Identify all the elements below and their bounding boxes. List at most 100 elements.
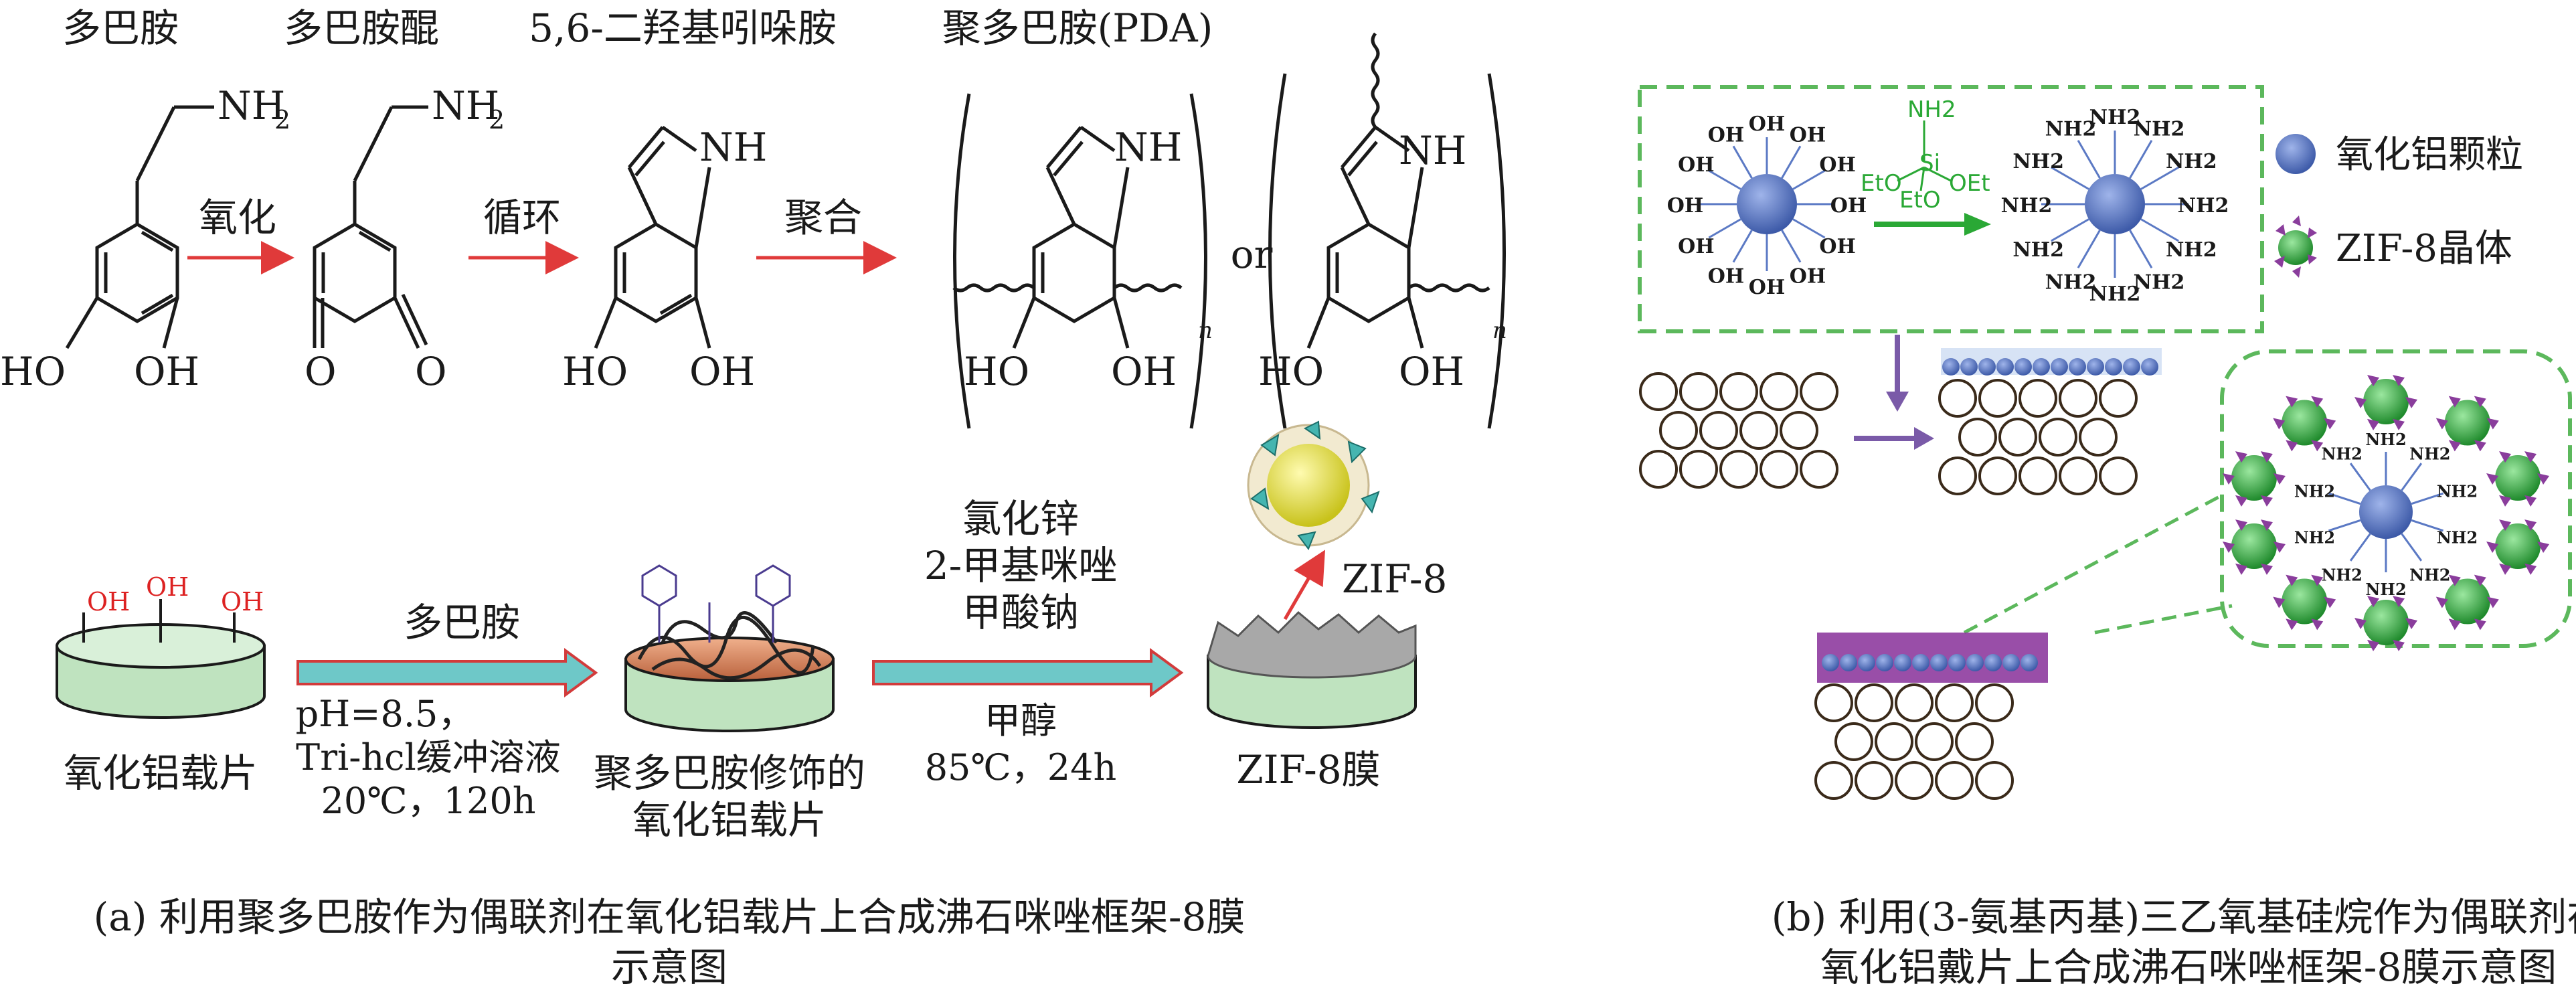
support-circle xyxy=(1956,724,1992,760)
step2-cond-2: 85℃，24h xyxy=(925,746,1117,788)
nh2-group-label: NH2 xyxy=(2134,118,2185,141)
support-circle xyxy=(1940,458,1976,494)
surface-particle xyxy=(1840,654,1857,671)
pda1-n: n xyxy=(1198,317,1213,344)
zoom-nh2-label: NH2 xyxy=(2437,481,2478,501)
surface-particle xyxy=(1912,654,1929,671)
support-circle xyxy=(1936,762,1972,799)
quinone-o-2: O xyxy=(415,349,447,394)
surface-particle xyxy=(2002,654,2020,671)
quinone-nh-sub: 2 xyxy=(489,105,505,135)
nh2-group-label: NH2 xyxy=(2166,238,2217,262)
support-circle xyxy=(1916,724,1952,760)
oh-group-label: OH xyxy=(1667,194,1703,218)
surface-particle xyxy=(1948,654,1966,671)
step1-cond-1: pH=8.5， xyxy=(296,693,475,735)
nh2-group-label: NH2 xyxy=(2045,118,2097,141)
surface-particle xyxy=(1876,654,1893,671)
support-circle xyxy=(1701,412,1737,448)
or-text: or xyxy=(1231,232,1273,277)
zif8-crystal xyxy=(1248,422,1379,549)
oh-group-label: OH xyxy=(1790,123,1826,147)
pda-label-2: 氧化铝载片 xyxy=(632,797,827,843)
support-circle xyxy=(1741,412,1777,448)
surface-particle xyxy=(1978,358,1996,376)
indole-ho: HO xyxy=(562,349,628,394)
oh-group-label: OH xyxy=(1819,235,1855,258)
caption-a-line-1: (a) 利用聚多巴胺作为偶联剂在氧化铝载片上合成沸石咪唑框架-8膜 xyxy=(94,894,1246,940)
zif8-crystal-icon xyxy=(2354,375,2417,430)
support-circle xyxy=(1940,380,1976,416)
surface-particle xyxy=(2105,358,2122,376)
oh-group-label: OH xyxy=(1678,235,1714,258)
surface-particle xyxy=(2087,358,2104,376)
dopamine-oh: OH xyxy=(134,349,199,394)
molecule-dihydroxyindole xyxy=(596,127,709,348)
support-circle xyxy=(1761,374,1797,410)
zoom-nh2-label: NH2 xyxy=(2322,444,2363,463)
surface-particle xyxy=(2069,358,2086,376)
molecule-dopamine xyxy=(67,107,214,348)
surface-particle xyxy=(1858,654,1875,671)
surface-particle xyxy=(2123,358,2140,376)
silane-eto-1: EtO xyxy=(1861,170,1902,197)
surface-particle xyxy=(2141,358,2158,376)
arrow-polymerization-label: 聚合 xyxy=(784,195,862,240)
surface-particle xyxy=(1930,654,1948,671)
support-circle xyxy=(1896,685,1932,721)
support-label: 氧化铝载片 xyxy=(64,750,258,796)
zif8-crystal-icon xyxy=(2223,519,2286,575)
pda1-oh: OH xyxy=(1111,349,1177,394)
support-circle xyxy=(1876,724,1912,760)
nh2-group-label: NH2 xyxy=(2134,270,2185,294)
membrane-label: ZIF-8膜 xyxy=(1236,747,1380,793)
zif8-crystal-icon xyxy=(2223,451,2286,507)
pda1-ho: HO xyxy=(964,349,1029,394)
oh-group-label: OH xyxy=(1708,265,1744,288)
support-oh-2: OH xyxy=(146,572,189,602)
surface-particle xyxy=(1822,654,1839,671)
zif8-crystal-icon xyxy=(2354,596,2417,651)
alumina-support xyxy=(57,599,264,718)
pda2-oh: OH xyxy=(1399,349,1464,394)
oh-group-label: OH xyxy=(1830,194,1867,218)
zif8-crystal-icon xyxy=(2486,519,2549,575)
pda2-ho: HO xyxy=(1258,349,1324,394)
label-dopamine: 多巴胺 xyxy=(62,5,179,51)
zoom-nh2-label: NH2 xyxy=(2437,528,2478,548)
pda2-nh: NH xyxy=(1399,128,1466,173)
support-circle xyxy=(1896,762,1932,799)
panel-b: OHOHOHOHOHOHOHOHOHOHOHOH NH2 Si EtO EtO … xyxy=(1640,87,2576,990)
support-circle xyxy=(1856,685,1892,721)
support-circle xyxy=(1976,685,2012,721)
pda-label-1: 聚多巴胺修饰的 xyxy=(594,750,865,796)
surface-particle xyxy=(2051,358,2068,376)
pda-modified-support xyxy=(626,566,833,731)
support-circle xyxy=(1681,451,1717,487)
pda1-nh: NH xyxy=(1114,124,1182,170)
support-circle xyxy=(1640,451,1677,487)
zoom-nh2-label: NH2 xyxy=(2294,528,2335,548)
support-circle xyxy=(1816,762,1852,799)
support-circle xyxy=(1660,412,1697,448)
support-circle xyxy=(2100,458,2136,494)
zif8-crystal-icon xyxy=(2273,396,2336,452)
zoom-nh2-label: NH2 xyxy=(2322,566,2363,585)
support-circle xyxy=(1801,451,1837,487)
panel-a: 多巴胺 多巴胺醌 5,6-二羟基吲哚胺 聚多巴胺(PDA) NH 2 HO OH… xyxy=(0,5,1507,990)
zif8-membrane xyxy=(1208,612,1415,728)
support-circle xyxy=(2020,380,2056,416)
zoom-line-1 xyxy=(1964,495,2222,633)
legend: 氧化铝颗粒 ZIF-8晶体 xyxy=(2274,133,2523,278)
support-circle xyxy=(1976,762,2012,799)
legend-zif8-label: ZIF-8晶体 xyxy=(2336,227,2512,270)
zif8-crystal-icon xyxy=(2486,451,2549,507)
surface-particle xyxy=(2014,358,2032,376)
label-dihydroxyindole: 5,6-二羟基吲哚胺 xyxy=(529,5,837,51)
nh2-group-label: NH2 xyxy=(2012,238,2064,262)
caption-b-line-1: (b) 利用(3-氨基丙基)三乙氧基硅烷作为偶联剂在 xyxy=(1772,894,2576,940)
process-arrow-2 xyxy=(873,651,1181,695)
caption-a-line-2: 示意图 xyxy=(611,944,727,990)
surface-particle xyxy=(2033,358,2050,376)
support-circle xyxy=(1856,762,1892,799)
